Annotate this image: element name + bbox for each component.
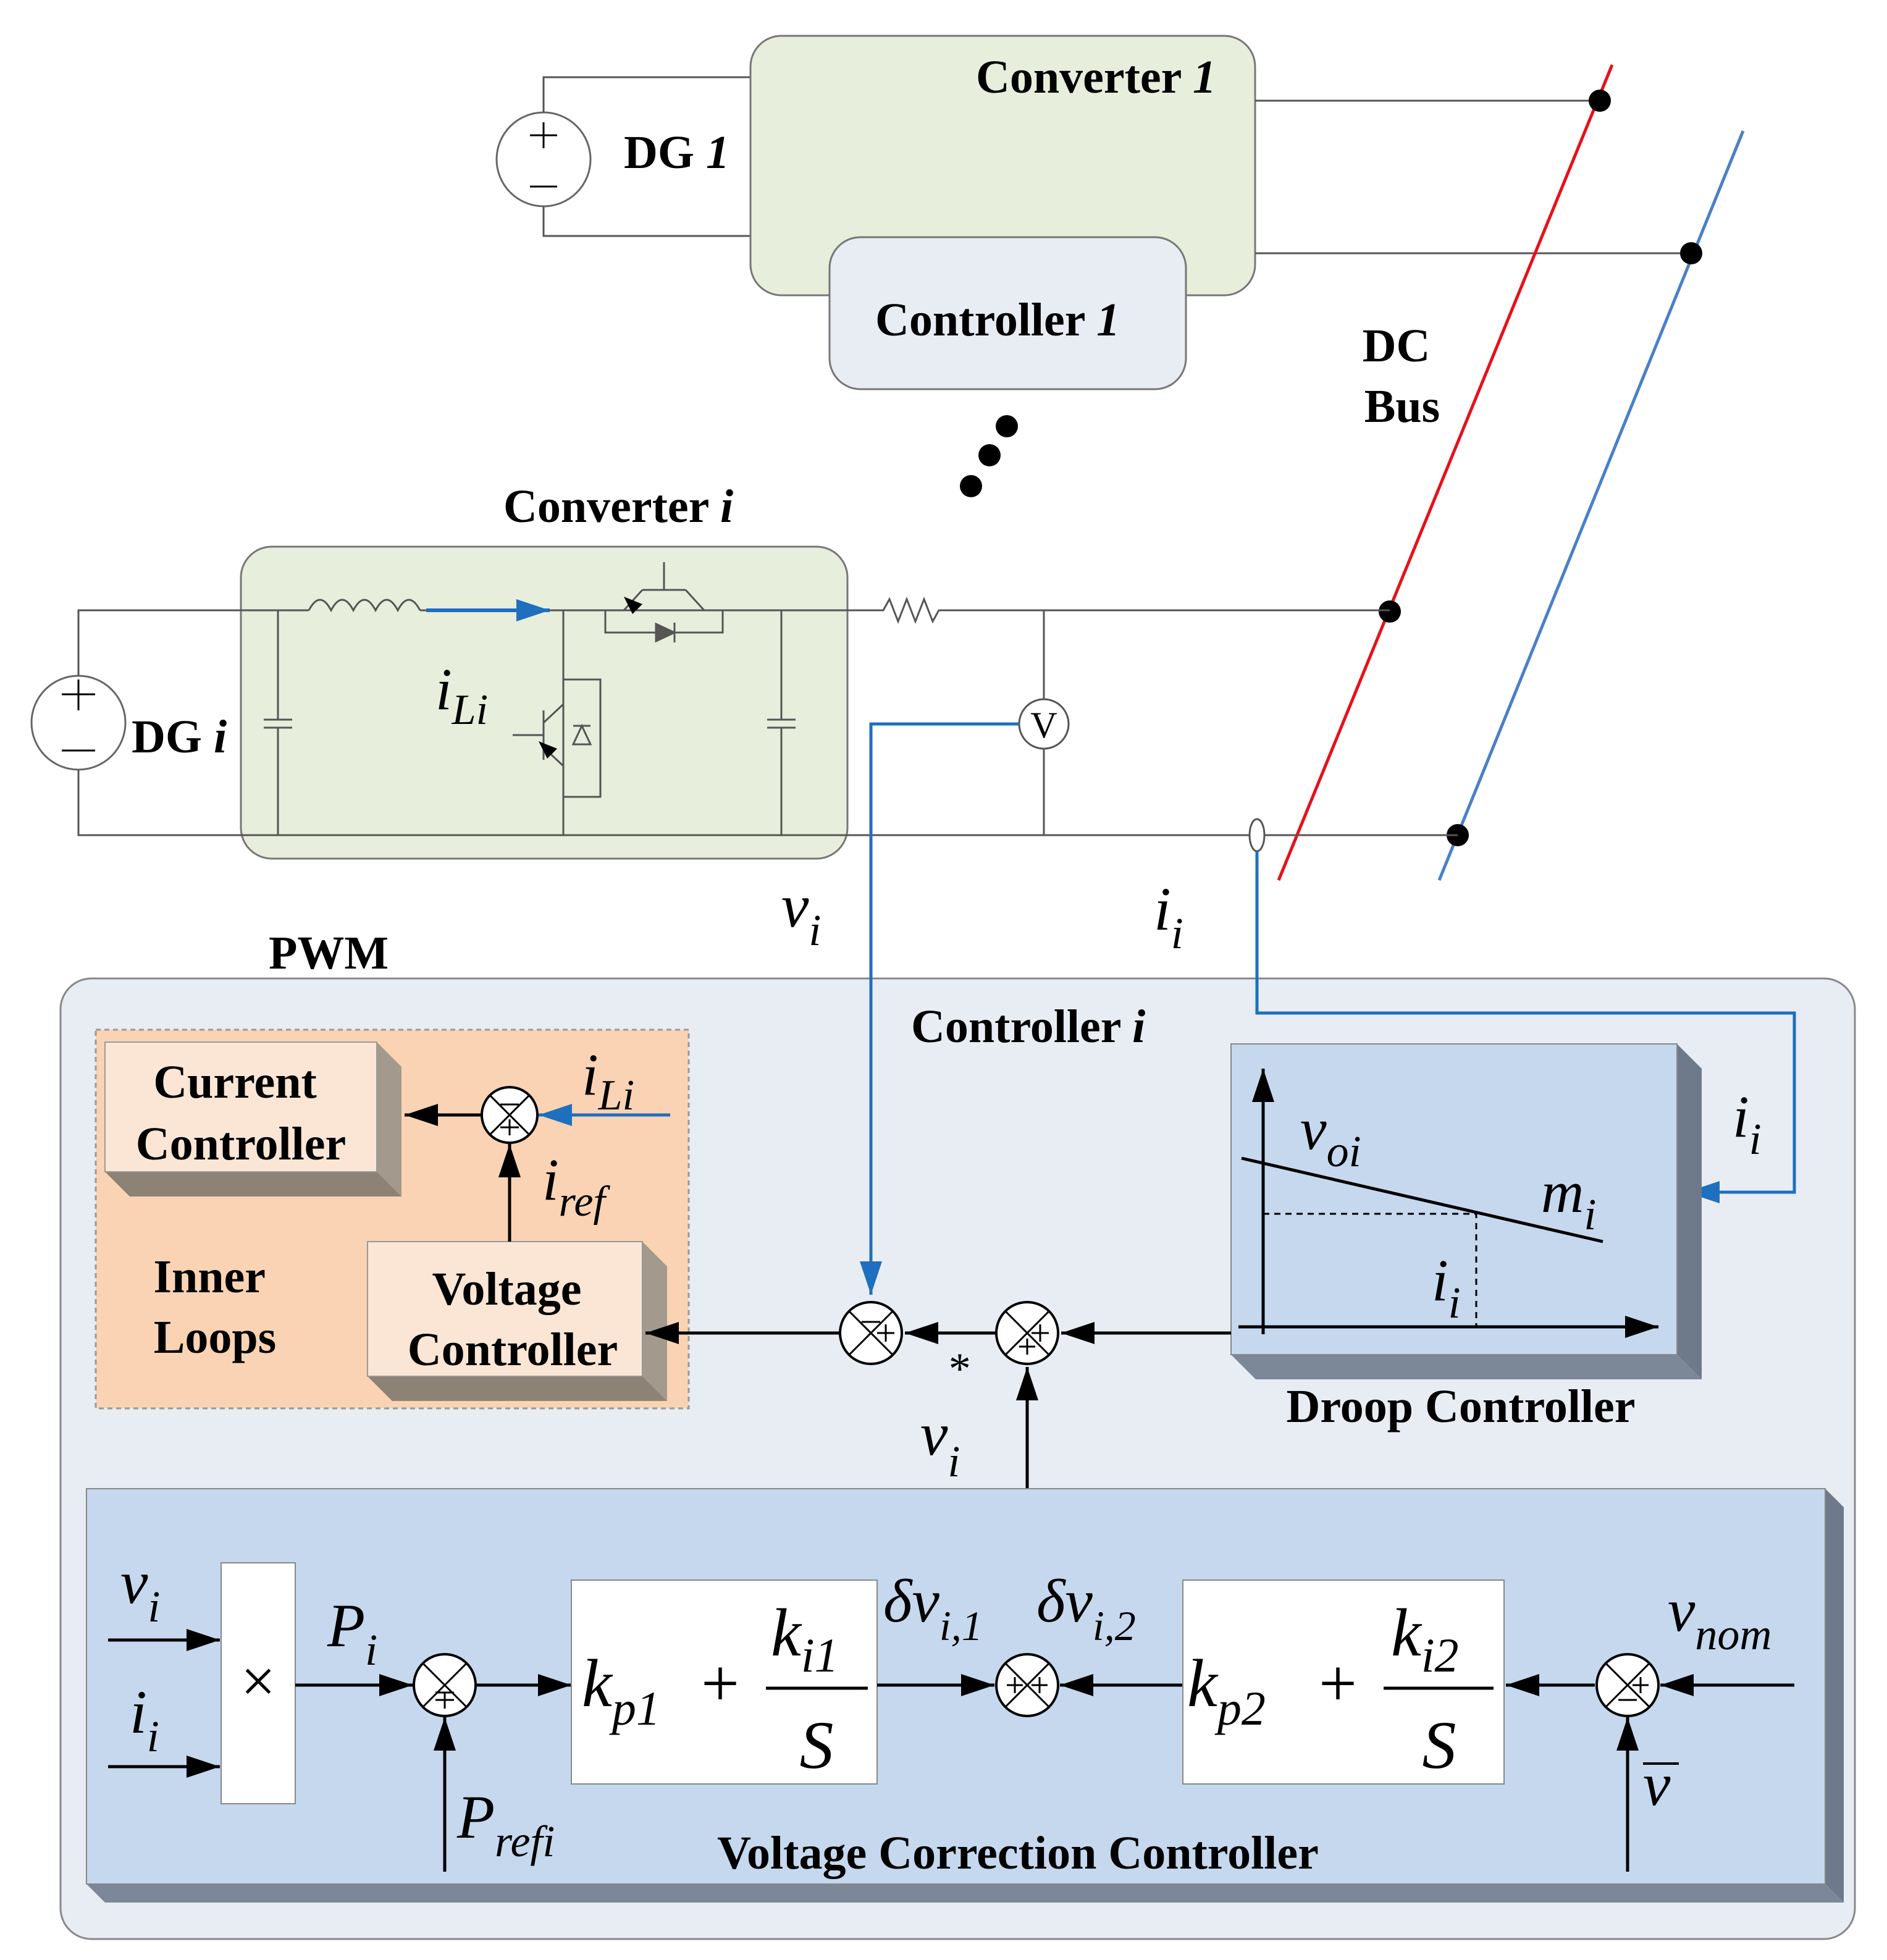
bus-node [1589,90,1611,112]
vnom-label: vnom [1668,1576,1771,1659]
voltage-error-junction [839,1301,903,1365]
svg-text:ki2: ki2 [1391,1595,1459,1682]
resistor-icon [847,596,1390,625]
vcc-title: Voltage Correction Controller [717,1827,1319,1879]
current-controller-block: Current Controller [104,1041,401,1197]
controller1-box [828,236,1187,390]
controller1-label: Controller 1 [875,294,1120,346]
dg1-source [495,76,750,237]
voltmeter-label: V [1030,705,1057,746]
vbar-label: v [1643,1750,1671,1819]
dg1-label: DG 1 [624,127,729,179]
ii-signal-label: ii [1154,875,1183,958]
iref-label: iref [542,1146,610,1226]
svg-text:Voltage Controller: Voltage Controller [408,1263,618,1376]
droop-title: Droop Controller [1286,1381,1635,1432]
reference-sum-junction [995,1301,1059,1365]
voltage-controller-block: Voltage Controller [367,1241,667,1401]
iLi-label: iLi [435,656,488,734]
vcc-ii-label: ii [130,1678,159,1761]
svg-text:+: + [701,1646,739,1721]
converter-i-box [240,545,849,860]
svg-text:S: S [800,1707,834,1783]
droop-ii-input-label: ii [1733,1083,1762,1164]
pwm-label: PWM [269,927,389,979]
droop-line [1241,1156,1603,1243]
multiplier-block [221,1562,296,1804]
controller-i-label: Controller i [911,1001,1145,1053]
ellipsis-dots [960,415,1018,497]
bus-node [1680,242,1702,264]
switch-arrow-icon [539,741,557,759]
vstar-label: vi* [920,1344,969,1486]
dv2-label: δvi,2 [1036,1567,1136,1649]
dgi-label: DG i [132,711,227,763]
droop-ii-axis-label: ii [1432,1247,1461,1327]
vcc-vi-label: vi [120,1548,160,1631]
converter-i-label: Converter i [503,481,733,532]
vi-feedback-wire [860,722,1019,1295]
mi-label: mi [1541,1159,1596,1239]
droop-controller-block [1230,1043,1702,1379]
svg-text:kp1: kp1 [582,1646,660,1735]
dgi-source [30,675,127,771]
svg-text:S: S [1423,1707,1456,1783]
inner-sum-junction [481,1086,539,1144]
dc-bus-positive-line [1277,64,1614,881]
bus-node [1379,600,1401,623]
inner-loops-label: Inner Loops [153,1251,276,1363]
prefi-label: Prefi [456,1783,555,1866]
correction-sum-junction [995,1653,1059,1717]
pi-controller-1-formula: kp1 + ki1 S [582,1595,868,1783]
inductor-icon [308,599,421,613]
converter1-label: Converter 1 [976,51,1216,103]
multiplier-label: × [241,1647,275,1715]
power-sum-junction [413,1653,477,1717]
nominal-sum-junction [1595,1653,1660,1717]
svg-text:kp2: kp2 [1187,1646,1266,1735]
dv1-label: δvi,1 [883,1567,983,1649]
pi-controller-2-formula: kp2 + ki2 S [1187,1595,1494,1783]
inner-iLi-label: iLi [582,1041,634,1119]
current-sensor-icon [1248,818,1266,852]
pi-label: Pi [327,1591,377,1675]
pi-controller-1-block [571,1579,878,1785]
svg-text:+: + [1319,1646,1357,1721]
vi-signal-label: vi [781,872,821,955]
switch-arrow-icon [624,597,642,614]
boost-circuit [77,562,1458,836]
dc-bus-label: DC Bus [1363,320,1442,432]
svg-text:ki1: ki1 [771,1595,839,1682]
ii-feedback-wire [1255,851,1796,1203]
dc-bus-negative-line [1437,130,1745,881]
voi-label: voi [1300,1096,1361,1176]
pi-controller-2-block [1182,1579,1505,1785]
svg-text:Current Controller: Current Controller [136,1056,347,1170]
